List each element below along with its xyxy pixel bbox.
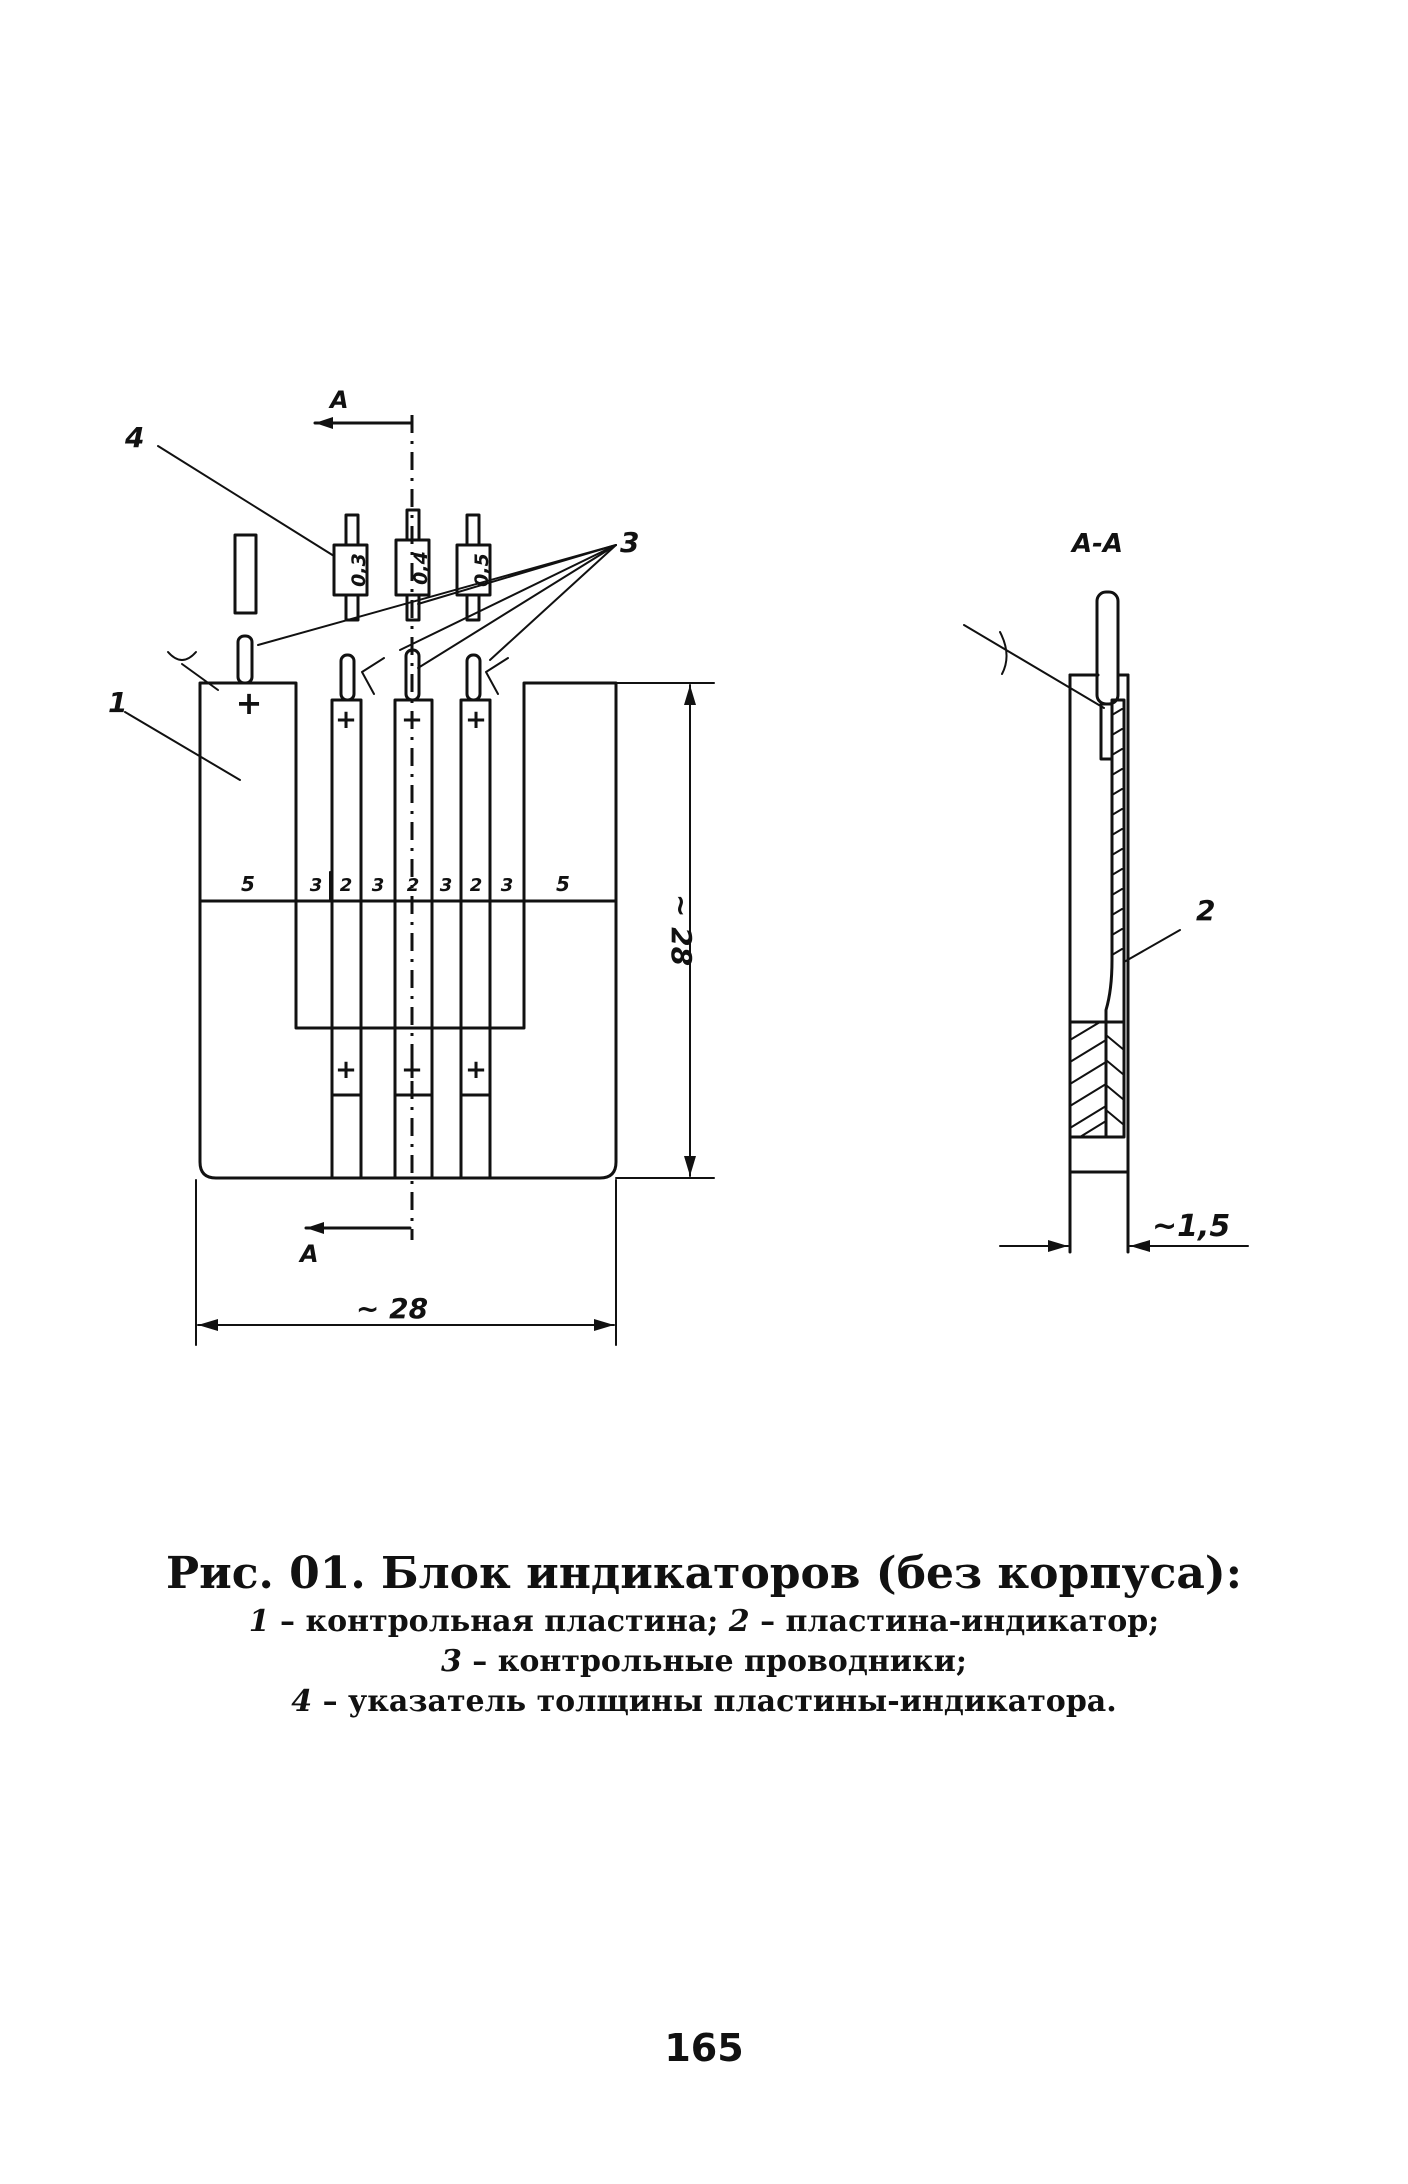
callout-4: 4 <box>124 421 144 454</box>
thickness-label-05: 0,5 <box>471 553 493 587</box>
figure-legend-line-1: 1 – контрольная пластина; 2 – пластина-и… <box>0 1604 1408 1639</box>
figure-caption-title: Рис. 01. Блок индикаторов (без корпуса): <box>166 1548 1242 1599</box>
leaders-3 <box>257 544 617 669</box>
svg-text:5: 5 <box>556 872 570 896</box>
svg-text:+: + <box>465 1055 487 1085</box>
callout-1: 1 <box>108 686 127 719</box>
zone-labels: 5 3 2 3 2 3 2 3 5 <box>241 871 570 902</box>
front-view: 0,3 0,4 0,5 A A 4 1 3 <box>108 386 715 1346</box>
legend-text-3: – контрольные проводники; <box>461 1644 968 1679</box>
legend-text-2: – пластина-индикатор; <box>749 1604 1160 1639</box>
svg-text:3: 3 <box>372 875 385 896</box>
callout-2: 2 <box>1196 894 1215 927</box>
height-dimension: ~ 28 <box>615 682 715 1179</box>
spare-plate <box>233 533 258 615</box>
width-dimension: ~ 28 <box>195 1179 617 1346</box>
section-base <box>1068 1020 1126 1139</box>
svg-text:+: + <box>401 1055 423 1085</box>
section-lead <box>1095 590 1120 706</box>
leader-1 <box>124 711 241 781</box>
polarity-marks: + + + + + + + <box>236 684 487 1085</box>
technical-drawing: 0,3 0,4 0,5 A A 4 1 3 <box>108 386 1249 1346</box>
thickness-label-04: 0,4 <box>410 551 432 585</box>
svg-text:2: 2 <box>407 875 420 896</box>
svg-text:+: + <box>236 684 263 722</box>
control-plate-outline <box>198 681 618 1180</box>
legend-text-4: – указатель толщины пластины-индикатора. <box>312 1684 1117 1719</box>
svg-text:2: 2 <box>470 875 483 896</box>
svg-text:A: A <box>298 1240 319 1268</box>
section-view-label: A-A <box>1070 529 1123 559</box>
dim-height: ~ 28 <box>665 894 698 966</box>
svg-text:+: + <box>465 705 487 735</box>
svg-text:2: 2 <box>340 875 353 896</box>
thickness-dimension: ~1,5 <box>999 1209 1249 1252</box>
leader-4 <box>157 445 335 557</box>
svg-text:3: 3 <box>501 875 514 896</box>
svg-text:3: 3 <box>310 875 323 896</box>
legend-number-4: 4 <box>291 1684 313 1719</box>
leader-2 <box>1123 929 1181 963</box>
figure-legend-line-3: 4 – указатель толщины пластины-индикатор… <box>0 1684 1408 1719</box>
svg-text:3: 3 <box>440 875 453 896</box>
svg-text:5: 5 <box>241 872 255 896</box>
weld-marks <box>167 651 509 695</box>
svg-text:+: + <box>335 705 357 735</box>
dim-width: ~ 28 <box>356 1292 428 1325</box>
svg-text:+: + <box>401 705 423 735</box>
section-mark-bottom: A <box>298 1222 412 1268</box>
thickness-indicators: 0,3 0,4 0,5 <box>332 508 493 622</box>
legend-number-2: 2 <box>728 1604 750 1639</box>
page-number: 165 <box>664 2026 744 2070</box>
thickness-label-03: 0,3 <box>348 553 370 587</box>
section-mark-top: A <box>313 386 414 429</box>
legend-number-3: 3 <box>440 1644 462 1679</box>
legend-text-1: – контрольная пластина; <box>269 1604 729 1639</box>
legend-number-1: 1 <box>248 1604 270 1639</box>
callout-3: 3 <box>620 526 639 559</box>
svg-text:+: + <box>335 1055 357 1085</box>
figure-legend-line-2: 3 – контрольные проводники; <box>0 1644 1408 1679</box>
section-view: A-A 2 ~1,5 <box>963 529 1249 1254</box>
conductor-leads <box>236 634 482 702</box>
svg-text:A: A <box>328 386 349 414</box>
dim-thickness: ~1,5 <box>1152 1209 1230 1244</box>
